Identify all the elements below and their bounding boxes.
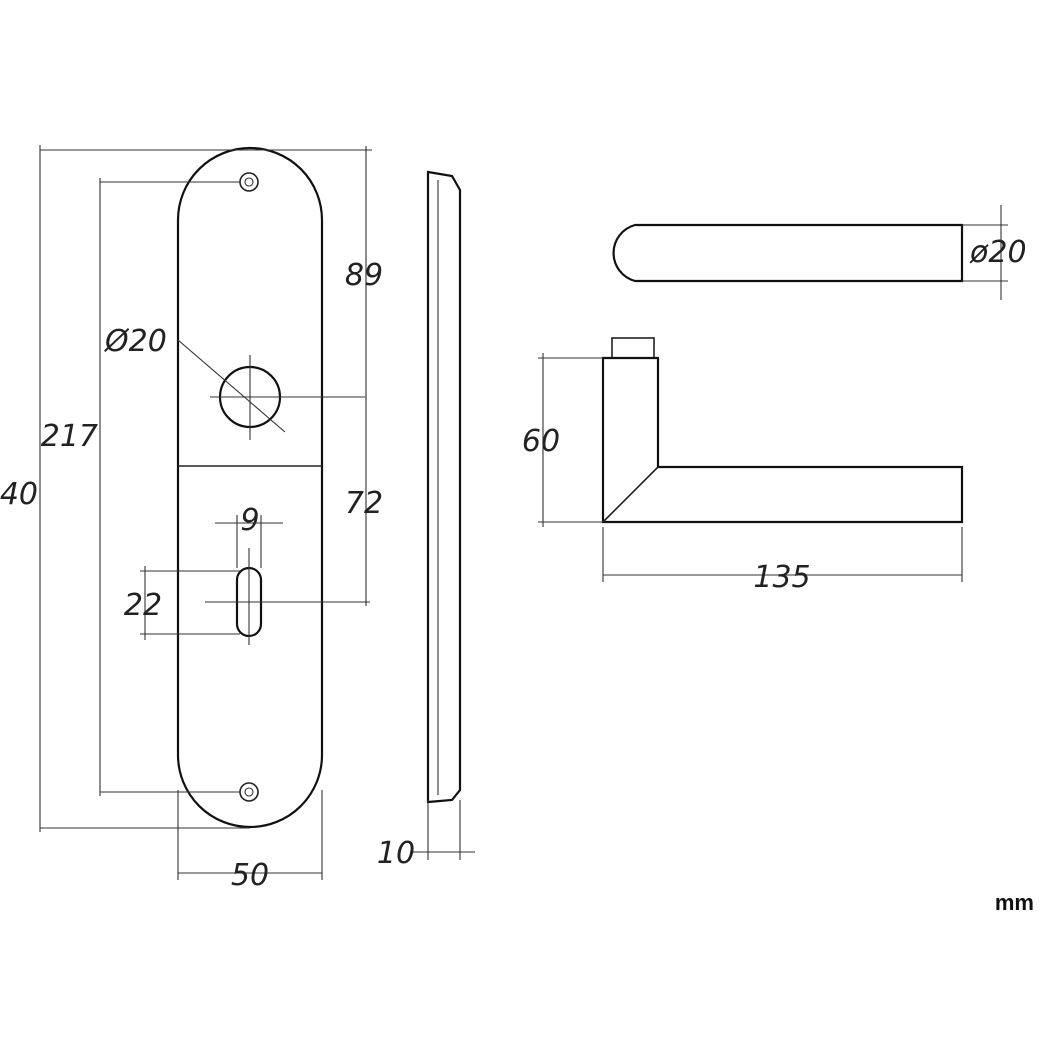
dimension-22-label: 22 (124, 588, 162, 623)
dimension-9-label: 9 (240, 503, 259, 538)
dimension-22: 22 (124, 566, 240, 640)
dimension-50: 50 (177, 790, 323, 893)
dimension-240-label: 240 (0, 477, 38, 512)
dimension-72: 72 (345, 394, 383, 606)
dimension-72-label: 72 (345, 486, 383, 521)
lever-body (601, 356, 964, 524)
dimension-60-label: 60 (522, 424, 560, 459)
dimension-135-label: 135 (753, 560, 810, 595)
lever-diameter-label: ø20 (969, 235, 1027, 270)
dimension-50-label: 50 (231, 858, 269, 893)
dimension-89: 89 (250, 146, 383, 400)
dimension-60: 60 (522, 353, 603, 527)
backplate-front-view (176, 146, 370, 829)
spindle-diameter-label: Ø20 (103, 324, 167, 359)
lever-rose (611, 337, 655, 359)
dimension-9: 9 (215, 503, 283, 568)
backplate-side-view (426, 170, 462, 804)
bottom-screw-hole (239, 782, 259, 802)
dimension-217: 217 (41, 178, 240, 796)
unit-label: mm (995, 890, 1034, 915)
top-screw-hole (239, 172, 259, 192)
keyhole-slot (205, 548, 370, 645)
dimension-217-label: 217 (41, 419, 98, 454)
dimension-10: 10 (377, 800, 475, 871)
backplate-outline (176, 146, 324, 829)
dimension-89-label: 89 (345, 258, 383, 293)
spindle-hole (177, 339, 365, 440)
dimension-lever-diameter: ø20 (962, 205, 1027, 300)
dimension-240: 240 (0, 145, 250, 832)
dimension-spindle-diameter: Ø20 (103, 324, 167, 359)
lever-top-view (612, 223, 964, 283)
lever-side-view (601, 337, 964, 524)
dimension-135: 135 (602, 527, 963, 595)
dimension-10-label: 10 (377, 836, 415, 871)
